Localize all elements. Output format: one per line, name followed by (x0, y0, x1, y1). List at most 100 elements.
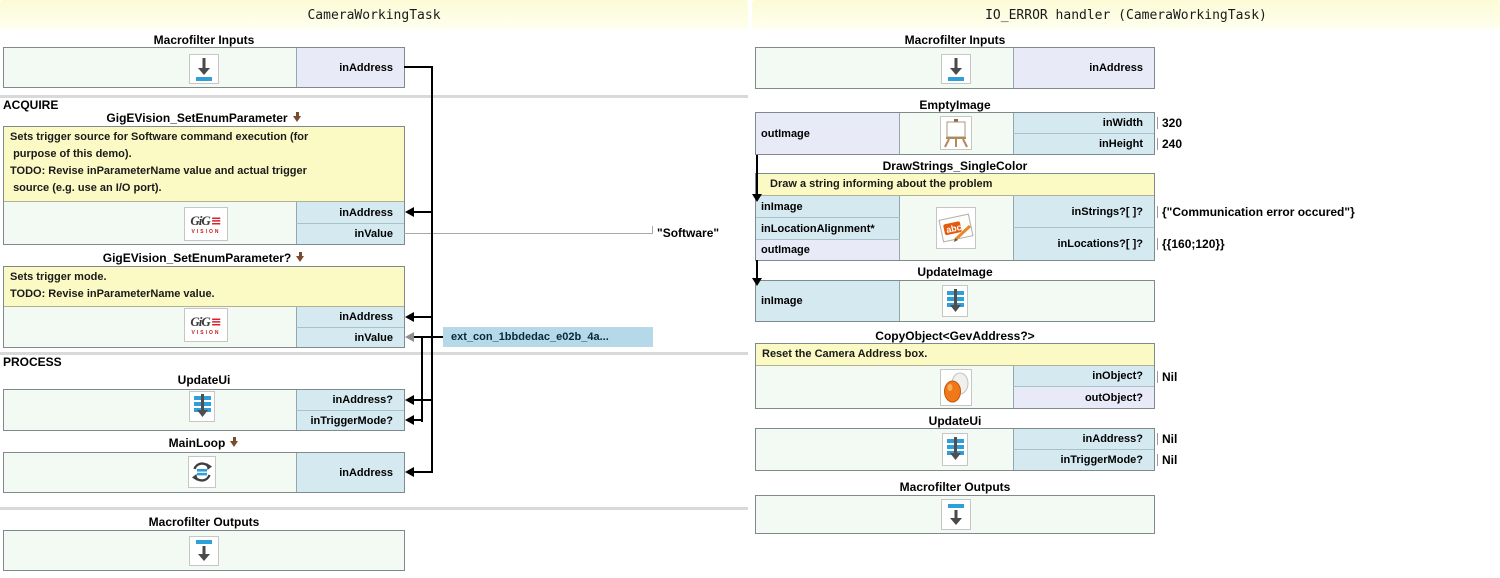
macrofilter-input-icon[interactable] (189, 54, 219, 84)
port-inobject[interactable]: inObject? (1013, 366, 1154, 387)
port-inaddress[interactable]: inAddress (1013, 48, 1154, 88)
filter-comment-copyobject[interactable]: Reset the Camera Address box. (756, 344, 1154, 366)
filter-title-text: GigEVision_SetEnumParameter? (102, 251, 292, 265)
svg-text:abc: abc (945, 222, 962, 235)
port-instrings[interactable]: inStrings?[ ]? (1013, 196, 1154, 228)
connection-wire-inaddress-vertical[interactable] (431, 66, 433, 473)
param-value-inwidth[interactable]: 320 (1162, 116, 1183, 130)
enter-macrofilter-arrow-icon (296, 252, 305, 263)
arrowhead-down (752, 278, 762, 286)
section-divider (0, 352, 748, 355)
update-arrow-bars-icon[interactable] (942, 433, 968, 466)
section-label-process: PROCESS (3, 355, 62, 369)
filter-title-updateui[interactable]: UpdateUi (177, 373, 231, 387)
arrowhead-left (405, 467, 414, 477)
port-invalue[interactable]: inValue (296, 224, 404, 244)
connection-wire-outimage-to-inimage[interactable] (756, 260, 758, 279)
port-outimage[interactable]: outImage (756, 113, 900, 154)
filter-title-updateui[interactable]: UpdateUi (928, 414, 982, 428)
constant-value-link[interactable] (404, 233, 652, 234)
value-tick (1157, 371, 1158, 383)
filter-title-mainloop[interactable]: MainLoop (3, 436, 405, 450)
connection-wire-extcon-branch[interactable] (413, 419, 423, 421)
macrofilter-output-icon[interactable] (189, 536, 219, 566)
arrowhead-left (405, 312, 414, 322)
port-inaddress[interactable]: inAddress (296, 453, 404, 492)
filter-comment-gige1[interactable]: Sets trigger source for Software command… (4, 127, 404, 202)
port-invalue[interactable]: inValue (296, 328, 404, 347)
copy-object-eggs-icon[interactable] (940, 369, 972, 406)
filter-title-macrofilter-outputs[interactable]: Macrofilter Outputs (148, 515, 260, 529)
port-inaddress[interactable]: inAddress (296, 202, 404, 224)
update-arrow-bars-icon[interactable] (189, 391, 215, 422)
connection-wire-inaddress-branch[interactable] (413, 316, 431, 318)
filter-title-gige1[interactable]: GigEVision_SetEnumParameter (3, 111, 405, 125)
port-inaddress[interactable]: inAddress (296, 307, 404, 328)
port-inaddress[interactable]: inAddress (296, 48, 404, 87)
param-value-inlocations[interactable]: {{160;120}} (1162, 237, 1225, 251)
update-arrow-bars-icon (946, 437, 964, 460)
gige-vision-logo-icon[interactable]: GiG≡ VISION (184, 207, 228, 241)
value-tick (1157, 433, 1158, 445)
filter-title-gige2[interactable]: GigEVision_SetEnumParameter? (3, 251, 405, 265)
value-tick (1157, 238, 1158, 250)
loop-refresh-icon (192, 462, 212, 482)
param-value-inobject[interactable]: Nil (1162, 370, 1178, 384)
param-value-inaddress[interactable]: Nil (1162, 432, 1178, 446)
port-inlocationalignment[interactable]: inLocationAlignment* (756, 218, 900, 240)
filter-title-copyobject[interactable]: CopyObject<GevAddress?> (875, 329, 1035, 343)
filter-title-updateimage[interactable]: UpdateImage (917, 265, 993, 279)
port-outimage[interactable]: outImage (756, 240, 900, 260)
filter-title-text: MainLoop (168, 436, 226, 450)
port-inaddress-optional[interactable]: inAddress? (296, 390, 404, 411)
section-divider (0, 95, 748, 98)
macrofilter-input-icon (948, 58, 964, 81)
easel-icon[interactable] (940, 116, 972, 150)
macrofilter-output-icon[interactable] (941, 499, 971, 530)
port-inimage[interactable]: inImage (756, 281, 900, 321)
port-inimage[interactable]: inImage (756, 196, 900, 218)
macrofilter-input-icon[interactable] (941, 54, 971, 84)
param-value-intriggermode[interactable]: Nil (1162, 453, 1178, 467)
gige-vision-logo-icon: GiG≡ VISION (190, 213, 222, 235)
macrofilter-output-icon (196, 540, 212, 561)
port-inheight[interactable]: inHeight (1013, 134, 1154, 154)
update-arrow-bars-icon[interactable] (942, 285, 968, 317)
connection-wire-inaddress-branch[interactable] (413, 471, 431, 473)
filter-title-macrofilter-inputs[interactable]: Macrofilter Inputs (153, 33, 255, 47)
constant-value-software[interactable]: "Software" (657, 226, 720, 240)
port-intriggermode-optional[interactable]: inTriggerMode? (1013, 450, 1154, 470)
loop-refresh-icon[interactable] (188, 456, 216, 488)
filter-comment-gige2[interactable]: Sets trigger mode. TODO: Revise inParame… (4, 267, 404, 307)
enter-macrofilter-arrow-icon (292, 112, 302, 123)
external-connection-label[interactable]: ext_con_1bbdedac_e02b_4a... (443, 327, 653, 347)
connection-wire-outimage-to-inimage[interactable] (756, 155, 758, 195)
arrowhead-left (405, 207, 414, 217)
enter-macrofilter-arrow-icon (230, 437, 239, 448)
connection-wire-inaddress-branch[interactable] (413, 211, 431, 213)
filter-title-macrofilter-inputs[interactable]: Macrofilter Inputs (904, 33, 1006, 47)
port-inwidth[interactable]: inWidth (1013, 113, 1154, 134)
connection-wire-extcon[interactable] (413, 336, 443, 338)
filter-title-emptyimage[interactable]: EmptyImage (919, 98, 991, 112)
abc-draw-icon[interactable]: abc (936, 207, 976, 249)
port-inlocations[interactable]: inLocations?[ ]? (1013, 228, 1154, 260)
filter-title-drawstrings[interactable]: DrawStrings_SingleColor (882, 159, 1028, 173)
right-panel-header: IO_ERROR handler (CameraWorkingTask) (752, 0, 1500, 30)
filter-title-macrofilter-outputs[interactable]: Macrofilter Outputs (899, 480, 1011, 494)
connection-wire-extcon-vertical[interactable] (421, 336, 423, 422)
param-value-inheight[interactable]: 240 (1162, 137, 1183, 151)
port-outobject[interactable]: outObject? (1013, 387, 1154, 408)
connection-wire-inaddress[interactable] (404, 66, 433, 68)
constant-value-link-bracket (652, 226, 653, 234)
section-divider (0, 507, 748, 510)
macrofilter-input-icon (196, 58, 212, 81)
macrofilter-output-icon (948, 503, 964, 525)
value-tick (1157, 206, 1158, 218)
filter-comment-drawstrings[interactable]: Draw a string informing about the proble… (756, 174, 1154, 196)
port-inaddress-optional[interactable]: inAddress? (1013, 429, 1154, 450)
gige-vision-logo-icon[interactable]: GiG≡ VISION (184, 308, 228, 342)
param-value-instrings[interactable]: {"Communication error occured"} (1162, 205, 1355, 219)
copy-object-eggs-icon (944, 372, 969, 403)
port-intriggermode-optional[interactable]: inTriggerMode? (296, 411, 404, 430)
